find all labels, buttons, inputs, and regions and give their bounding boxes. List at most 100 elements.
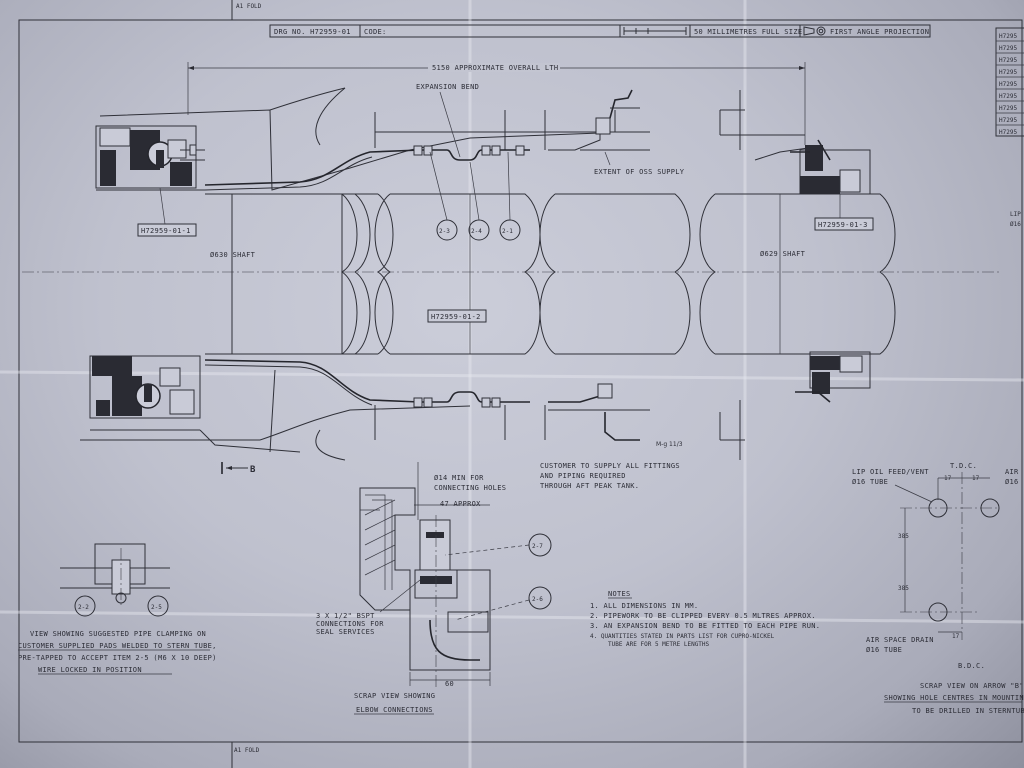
extent-oss-label: EXTENT OF OSS SUPPLY [594,168,685,176]
elbow-approx-label: 47 APPROX [440,500,481,508]
part-tag-left [137,223,197,237]
main-section-view: 5150 APPROXIMATE OVERALL LTH EXPANSION B… [22,62,1021,490]
air-label: Ø16 [1005,478,1019,486]
dim-17: 17 [944,475,952,482]
drawing-number: DRG NO. H72959-01 [274,28,351,36]
part-tag-right [814,217,874,231]
right-edge-label: LIP [1010,211,1021,218]
forward-seal-housing-lower [795,351,871,403]
item-bubble: 2-4 [468,161,490,241]
shaft-diameter-left: Ø630 SHAFT [210,251,256,259]
pipe-fitting [413,397,501,408]
fold-label-bottom: A1 FOLD [234,747,260,754]
clamp-caption-line: CUSTOMER SUPPLIED PADS WELDED TO STERN T… [18,642,217,650]
projection-label: FIRST ANGLE PROJECTION [830,28,929,36]
revision-code: H7295 [999,69,1017,76]
bdc-label: B.D.C. [958,662,985,670]
right-edge-label: Ø16 [1010,221,1021,228]
revision-code: H7295 [999,81,1017,88]
revision-code: H7295 [999,117,1017,124]
scale-bar-icon [623,27,687,35]
pipe-run-upper [204,149,530,186]
arrow-view-caption: SHOWING HOLE CENTRES IN MOUNTING [884,694,1024,702]
elbow-caption-line: ELBOW CONNECTIONS [356,706,433,714]
projection-symbol-icon [803,26,826,36]
bubble-label: 2-6 [532,596,543,603]
notes-heading: NOTES [608,590,631,598]
revision-code: H7295 [999,45,1017,52]
scale-label: 50 MILLIMETRES FULL SIZE [694,28,802,36]
air-drain-hole [928,602,948,622]
elbow-dim-60: 60 [445,680,454,688]
tdc-label: T.D.C. [950,462,977,470]
item-bubble: 2-6 [454,586,552,621]
elbow-connections-label: SEAL SERVICES [316,628,375,636]
item-bubble: 2-3 [429,151,458,241]
shaft-diameter-right: Ø629 SHAFT [760,250,806,258]
bubble-label: 2-7 [532,543,543,550]
part-tag-right-label: H72959-01-3 [818,221,868,229]
elbow-caption-line: SCRAP VIEW SHOWING [354,692,435,700]
arrow-view-caption: SCRAP VIEW ON ARROW "B" [920,682,1024,690]
clamp-caption-line: PRE-TAPPED TO ACCEPT ITEM 2-5 (M6 X 10 D… [18,654,217,662]
item-bubble: 2-2 [74,595,96,617]
revision-code: H7295 [999,105,1017,112]
elbow-hatched-block [359,487,416,611]
clamp-scrap-view: 2-2 2-5 VIEW SHOWING SUGGESTED PIPE CLAM… [18,543,217,675]
customer-note-line: AND PIPING REQUIRED [540,472,626,480]
bubble-label: 2-2 [78,604,89,611]
dim-17: 17 [952,633,960,640]
shaft-break-segments [341,193,896,355]
air-label: AIR [1005,468,1019,476]
revision-table: H7295 H7295 H7295 H7295 H7295 H7295 H729… [995,27,1024,137]
note-item: 3. AN EXPANSION BEND TO BE FITTED TO EAC… [590,622,820,630]
code-label: CODE: [364,28,387,36]
bubble-label: 2-4 [471,228,482,235]
pipe-fitting [413,145,525,156]
elbow-connections-label: 3 X 1/2" BSPT [316,612,375,620]
revision-code: H7295 [999,129,1017,136]
revision-code: H7295 [999,33,1017,40]
lip-oil-label: LIP OIL FEED/VENT [852,468,929,476]
pipe-run-lower [204,359,530,403]
note-item: 1. ALL DIMENSIONS IN MM. [590,602,698,610]
elbow-fitting [409,515,491,690]
elbow-scrap-view: Ø14 MIN FOR CONNECTING HOLES 47 APPROX [316,462,552,715]
lip-oil-label: Ø16 TUBE [852,478,888,486]
aft-seal-housing-upper [95,125,205,191]
fold-crease [0,610,1024,624]
shaft-section-left [231,193,343,355]
elbow-dim-label: CONNECTING HOLES [434,484,506,492]
revision-code: H7295 [999,57,1017,64]
part-tag-left-label: H72959-01-1 [141,227,191,235]
drawing-border [18,19,1023,743]
clamp-caption-line: VIEW SHOWING SUGGESTED PIPE CLAMPING ON [30,630,206,638]
clamp-caption-line: WIRE LOCKED IN POSITION [38,666,142,674]
arrow-b-scrap-view: T.D.C. 17 17 385 385 17 LIP OIL FEED/VEN… [852,462,1024,715]
overall-length-label: 5150 APPROXIMATE OVERALL LTH [432,64,558,72]
customer-note-line: THROUGH AFT PEAK TANK. [540,482,639,490]
elbow-dim-label: Ø14 MIN FOR [434,474,484,482]
air-drain-label: AIR SPACE DRAIN [866,636,934,644]
view-arrow-b-label: B [250,465,256,475]
air-drain-label: Ø16 TUBE [866,646,902,654]
view-arrow-b-icon [221,462,248,474]
bubble-label: 2-1 [502,228,513,235]
note-item: 2. PIPEWORK TO BE CLIPPED EVERY 0.5 MLTR… [590,612,816,620]
aft-seal-housing-lower [80,355,301,453]
bubble-label: 2-3 [439,228,450,235]
elbow-connections-label: CONNECTIONS FOR [316,620,384,628]
bubble-label: 2-5 [151,604,162,611]
dim-17: 17 [972,475,980,482]
revision-code: H7295 [999,93,1017,100]
air-hole [980,498,1000,518]
item-bubble: 2-5 [147,595,169,617]
note-item: TUBE ARE FOR 5 METRE LENGTHS [608,641,710,648]
dim-385: 385 [898,585,909,592]
note-item: 4. QUANTITIES STATED IN PARTS LIST FOR C… [590,633,775,640]
signature: M-g 11/3 [656,441,683,448]
expansion-bend-label: EXPANSION BEND [416,83,479,91]
dim-385: 385 [898,533,909,540]
